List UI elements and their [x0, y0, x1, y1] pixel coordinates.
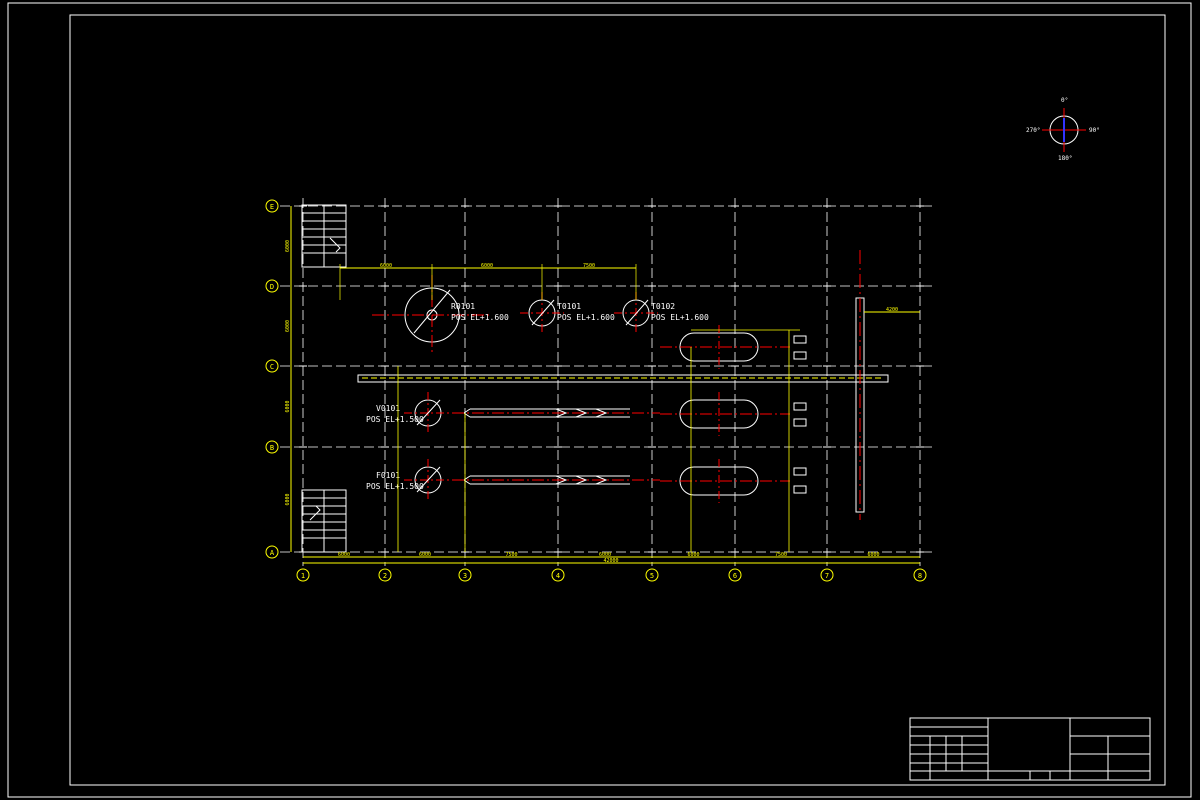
pos-f0101: POS EL+1.500: [366, 482, 424, 491]
dim-bottom-label: 6000: [687, 552, 699, 558]
axis-bubble-row: [265, 545, 279, 559]
compass-w: 270°: [1026, 127, 1040, 134]
axis-label-row: A: [270, 549, 275, 557]
axis-bubble-row: [265, 199, 279, 213]
stair-top: [301, 204, 347, 268]
dim-bottom-label: 6000: [599, 552, 611, 558]
dim-top-label: 6000: [481, 263, 493, 269]
axis-bubble-column: [728, 568, 742, 582]
pos-v0101: POS EL+1.500: [366, 415, 424, 424]
dim-top-label: 6000: [380, 263, 392, 269]
axis-bubble-column: [645, 568, 659, 582]
dim-bottom-label: 6000: [338, 552, 350, 558]
axis-label-column: 8: [918, 572, 922, 580]
axis-label-row: E: [270, 203, 274, 211]
dim-bottom-label: 6000: [867, 552, 879, 558]
axis-bubble-row: [265, 279, 279, 293]
tank-row-3: [660, 459, 790, 503]
dim-left-label: 6000: [285, 320, 291, 332]
dim-left-label: 6000: [285, 400, 291, 412]
inner-frame: [69, 14, 1166, 786]
tank-row-2: [660, 392, 790, 436]
axis-label-column: 6: [733, 572, 737, 580]
axis-bubble-row: [265, 440, 279, 454]
outer-frame: [7, 2, 1192, 798]
dim-overall-label: 42000: [603, 558, 618, 564]
dim-top-label: 7500: [583, 263, 595, 269]
axis-bubble-column: [913, 568, 927, 582]
dim-left-label: 6000: [285, 240, 291, 252]
axis-bubble-column: [378, 568, 392, 582]
axis-label-column: 3: [463, 572, 467, 580]
axis-label-column: 4: [556, 572, 560, 580]
pipe-rack: [357, 250, 889, 520]
stair-bottom: [301, 489, 347, 553]
compass-e: 90°: [1089, 127, 1100, 134]
dim-right-label: 4200: [886, 307, 898, 313]
axis-label-row: C: [270, 363, 274, 371]
axis-label-column: 2: [383, 572, 387, 580]
pumps: [793, 335, 807, 494]
dim-bottom-label: 6000: [419, 552, 431, 558]
axis-bubble-column: [296, 568, 310, 582]
tag-t0102: T0102: [651, 302, 675, 311]
compass: [1042, 108, 1086, 152]
exchanger-lower: [452, 475, 660, 485]
axis-bubble-row: [265, 359, 279, 373]
axis-bubble-column: [458, 568, 472, 582]
axis-label-column: 7: [825, 572, 829, 580]
pos-t0102: POS EL+1.600: [651, 313, 709, 322]
pos-t0101: POS EL+1.600: [557, 313, 615, 322]
tag-v0101: V0101: [376, 404, 400, 413]
tank-row-1: [660, 325, 790, 369]
dim-left-label: 6000: [285, 493, 291, 505]
compass-s: 180°: [1058, 155, 1072, 162]
exchanger-upper: [452, 408, 660, 418]
axis-bubbles: 1 2 3 4 5 6 7 8 E D C B A: [265, 199, 927, 582]
axis-label-row: D: [270, 283, 274, 291]
tag-r0101: R0101: [451, 302, 475, 311]
axis-label-row: B: [270, 444, 274, 452]
axis-label-column: 5: [650, 572, 654, 580]
dim-bottom-label: 7500: [775, 552, 787, 558]
vessel-v0101: [404, 392, 452, 434]
title-block: [909, 717, 1151, 781]
dim-bottom-label: 7500: [505, 552, 517, 558]
vessel-f0101: [404, 459, 452, 501]
axis-label-column: 1: [301, 572, 305, 580]
compass-n: 0°: [1061, 97, 1068, 104]
pos-r0101: POS EL+1.600: [451, 313, 509, 322]
axis-bubble-column: [551, 568, 565, 582]
axis-bubble-column: [820, 568, 834, 582]
tag-t0101: T0101: [557, 302, 581, 311]
tag-f0101: F0101: [376, 471, 400, 480]
